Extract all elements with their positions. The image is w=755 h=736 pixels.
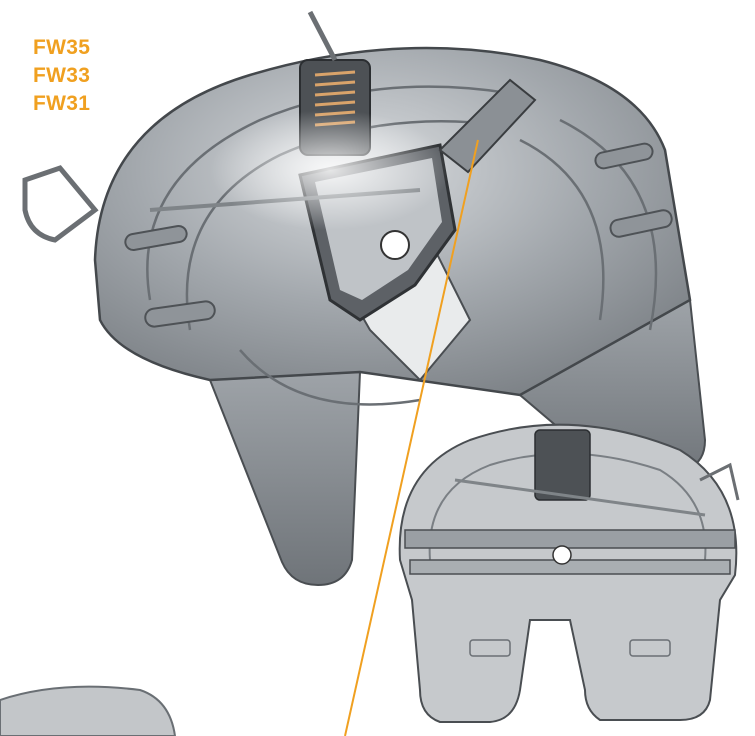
callout-line bbox=[344, 139, 479, 736]
model-label-fw35: FW35 bbox=[33, 36, 91, 59]
left-leg bbox=[208, 370, 362, 587]
main-fifth-wheel bbox=[22, 10, 707, 587]
partial-coupler-edge bbox=[0, 685, 177, 736]
release-handle bbox=[22, 165, 99, 243]
model-label-fw31: FW31 bbox=[33, 92, 91, 115]
model-label-fw33: FW33 bbox=[33, 64, 91, 87]
release-cylinder bbox=[438, 78, 537, 174]
inset-bottom-view bbox=[398, 423, 740, 723]
model-labels: FW35 FW33 FW31 bbox=[33, 34, 90, 118]
